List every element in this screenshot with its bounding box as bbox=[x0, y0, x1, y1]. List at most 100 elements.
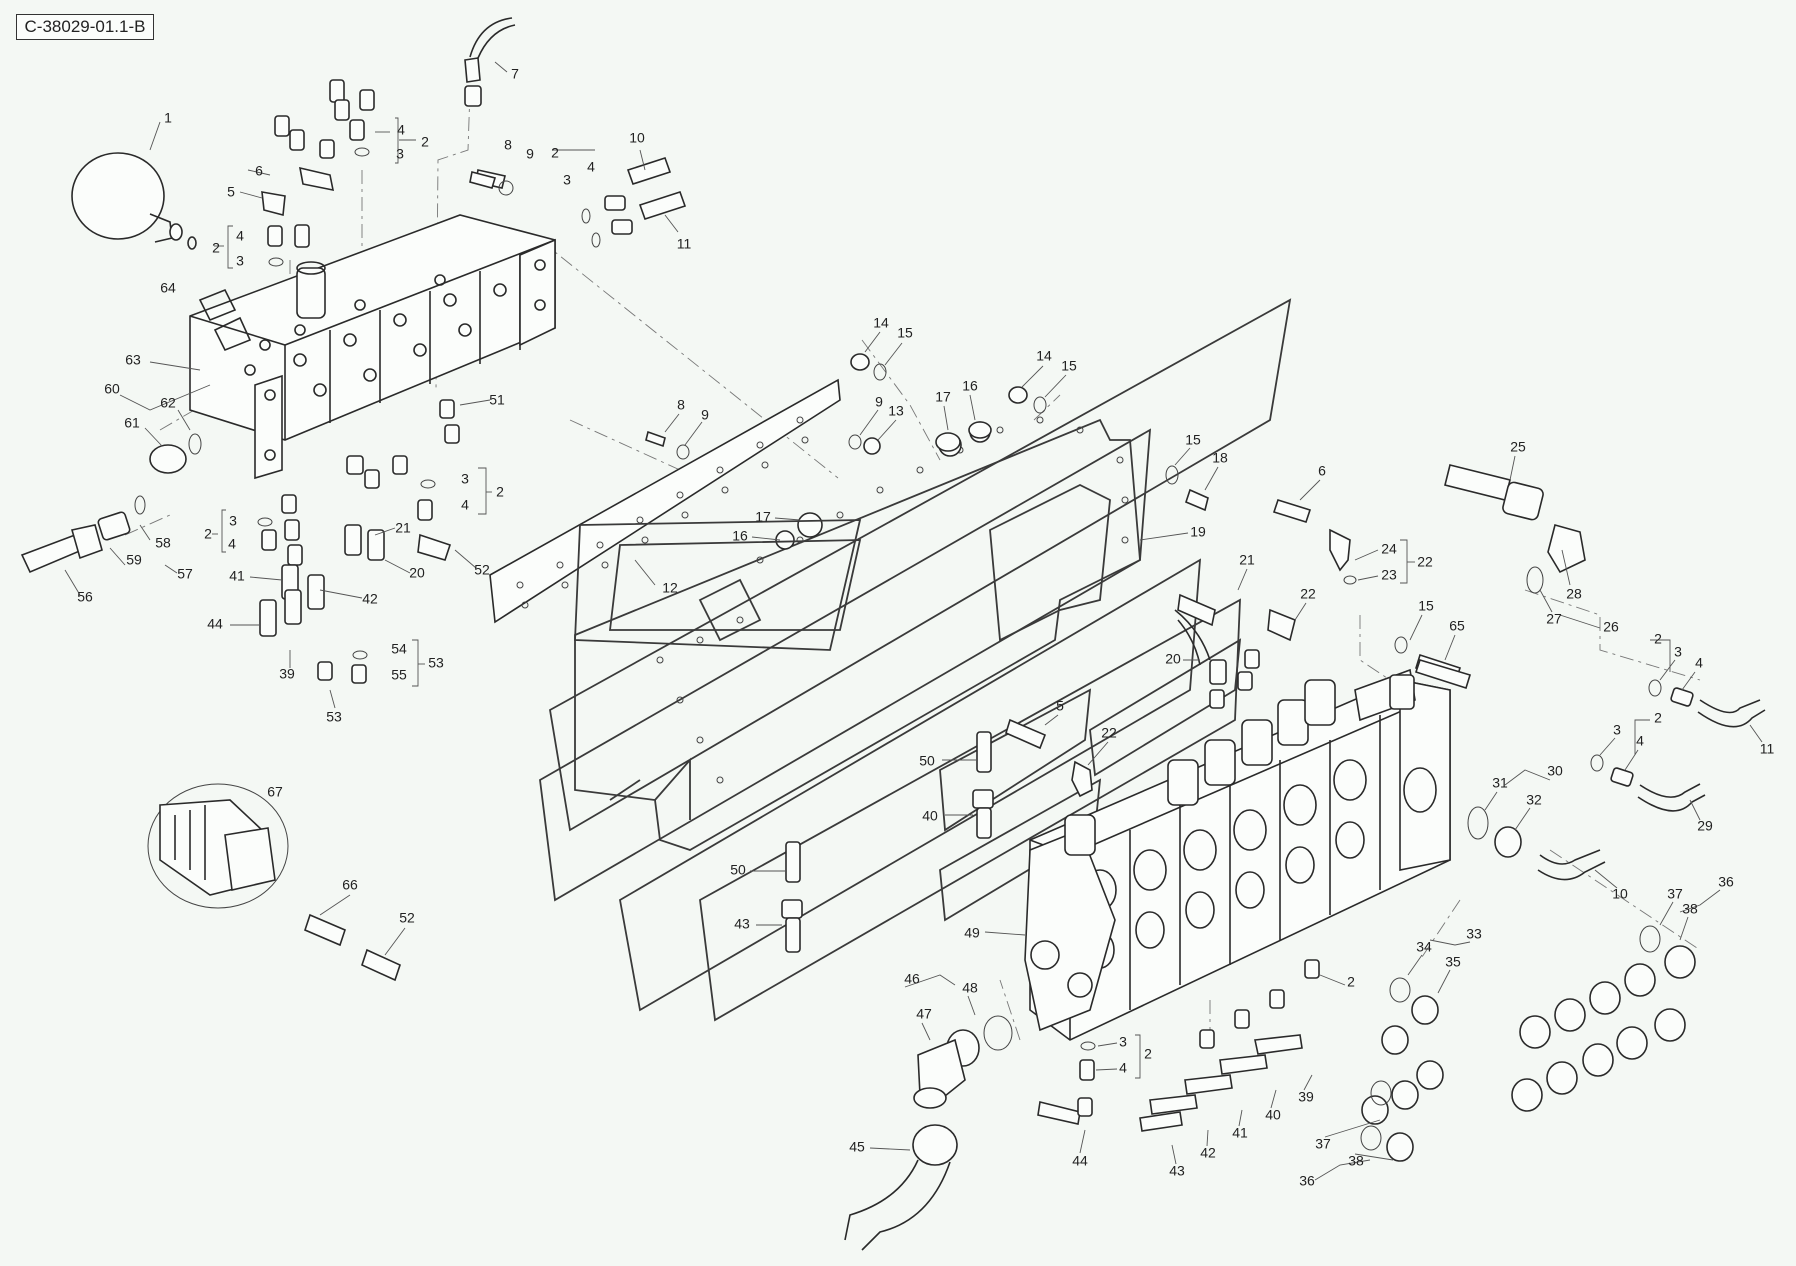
left-fittings bbox=[20, 433, 202, 574]
callout-label: 44 bbox=[1072, 1153, 1088, 1169]
callout-label: 3 bbox=[396, 146, 404, 162]
callout-label: 59 bbox=[126, 552, 142, 568]
callout-label: 37 bbox=[1667, 886, 1683, 902]
callout-label: 1 bbox=[164, 110, 172, 126]
callout-label: 43 bbox=[1169, 1163, 1185, 1179]
callout-label: 8 bbox=[504, 137, 512, 153]
callout-label: 35 bbox=[1445, 954, 1461, 970]
callout-label: 4 bbox=[397, 122, 405, 138]
callout-label: 14 bbox=[1036, 348, 1052, 364]
callout-label: 11 bbox=[677, 236, 692, 252]
upper-block-fittings bbox=[261, 17, 687, 267]
callout-label: 36 bbox=[1299, 1173, 1315, 1189]
callout-label: 15 bbox=[897, 325, 913, 341]
callout-label: 12 bbox=[662, 580, 678, 596]
callout-label: 4 bbox=[236, 228, 244, 244]
callout-label: 67 bbox=[267, 784, 283, 800]
callout-label: 9 bbox=[875, 394, 883, 410]
callout-label: 53 bbox=[326, 709, 342, 725]
callout-label: 61 bbox=[124, 415, 140, 431]
callout-label: 15 bbox=[1418, 598, 1434, 614]
callout-label: 28 bbox=[1566, 586, 1582, 602]
callout-label: 38 bbox=[1682, 901, 1698, 917]
leader-lines bbox=[64, 61, 1763, 1181]
callout-label: 34 bbox=[1416, 939, 1432, 955]
callout-label: 3 bbox=[1119, 1034, 1127, 1050]
callout-label: 6 bbox=[255, 163, 263, 179]
mounting-plate bbox=[489, 378, 841, 624]
callout-label: 16 bbox=[962, 378, 978, 394]
callout-label: 57 bbox=[177, 566, 193, 582]
callout-label: 9 bbox=[701, 407, 709, 423]
callout-label: 9 bbox=[526, 146, 534, 162]
callout-label: 65 bbox=[1449, 618, 1465, 634]
callout-label: 41 bbox=[229, 568, 245, 584]
callout-label: 22 bbox=[1417, 554, 1433, 570]
callout-label: 27 bbox=[1546, 611, 1562, 627]
callout-label: 29 bbox=[1697, 818, 1713, 834]
callout-label: 66 bbox=[342, 877, 358, 893]
callout-label: 44 bbox=[207, 616, 223, 632]
callout-label: 8 bbox=[677, 397, 685, 413]
callout-label: 2 bbox=[1654, 631, 1662, 647]
callout-label: 49 bbox=[964, 925, 980, 941]
callout-label: 30 bbox=[1547, 763, 1563, 779]
callout-label: 2 bbox=[212, 240, 220, 256]
lower-fittings bbox=[1037, 959, 1320, 1132]
callout-label: 48 bbox=[962, 980, 978, 996]
assembly-centerlines bbox=[124, 89, 1701, 1041]
callout-label: 39 bbox=[1298, 1089, 1314, 1105]
callout-label: 3 bbox=[1613, 722, 1621, 738]
callout-label: 3 bbox=[1674, 644, 1682, 660]
callout-label: 18 bbox=[1212, 450, 1228, 466]
washers-and-nuts bbox=[469, 171, 1209, 512]
callout-label: 11 bbox=[1760, 741, 1775, 757]
callout-label: 21 bbox=[1239, 552, 1255, 568]
callout-label: 10 bbox=[629, 130, 645, 146]
main-control-valve-bank bbox=[1024, 668, 1451, 1041]
callout-label: 39 bbox=[279, 666, 295, 682]
callout-label: 31 bbox=[1492, 775, 1508, 791]
rocker-switch bbox=[147, 783, 289, 909]
callout-label: 22 bbox=[1300, 586, 1316, 602]
callout-label: 22 bbox=[1101, 725, 1117, 741]
callout-label: 42 bbox=[1200, 1145, 1216, 1161]
callout-label: 3 bbox=[461, 471, 469, 487]
callout-label: 4 bbox=[1636, 733, 1644, 749]
callout-label: 15 bbox=[1061, 358, 1077, 374]
callout-label: 32 bbox=[1526, 792, 1542, 808]
callout-label: 21 bbox=[395, 520, 411, 536]
callout-label: 64 bbox=[160, 280, 176, 296]
callout-label: 54 bbox=[391, 641, 407, 657]
callout-label: 2 bbox=[496, 484, 504, 500]
callout-label: 24 bbox=[1381, 541, 1397, 557]
callout-label: 2 bbox=[1347, 974, 1355, 990]
callout-label: 15 bbox=[1185, 432, 1201, 448]
callout-label: 52 bbox=[474, 562, 490, 578]
callout-label: 4 bbox=[587, 159, 595, 175]
callout-label: 2 bbox=[551, 145, 559, 161]
callout-label: 19 bbox=[1190, 524, 1206, 540]
callout-label: 2 bbox=[1144, 1046, 1152, 1062]
callout-label: 2 bbox=[204, 526, 212, 542]
upper-valve-block bbox=[189, 214, 556, 480]
callout-label: 36 bbox=[1718, 874, 1734, 890]
callout-label: 40 bbox=[1265, 1107, 1281, 1123]
port-plugs bbox=[1360, 925, 1696, 1162]
bottom-left-fittings bbox=[304, 913, 401, 982]
callout-label: 38 bbox=[1348, 1153, 1364, 1169]
callout-label: 4 bbox=[1695, 655, 1703, 671]
callout-label: 63 bbox=[125, 352, 141, 368]
callout-label: 58 bbox=[155, 535, 171, 551]
accumulator-sphere bbox=[71, 152, 197, 250]
callout-label: 46 bbox=[904, 971, 920, 987]
callout-label: 45 bbox=[849, 1139, 865, 1155]
callout-label: 16 bbox=[732, 528, 748, 544]
callout-label: 62 bbox=[160, 395, 176, 411]
callout-label: 6 bbox=[1318, 463, 1326, 479]
callout-label: 43 bbox=[734, 916, 750, 932]
callout-label: 3 bbox=[563, 172, 571, 188]
callout-label: 55 bbox=[391, 667, 407, 683]
callout-label: 23 bbox=[1381, 567, 1397, 583]
